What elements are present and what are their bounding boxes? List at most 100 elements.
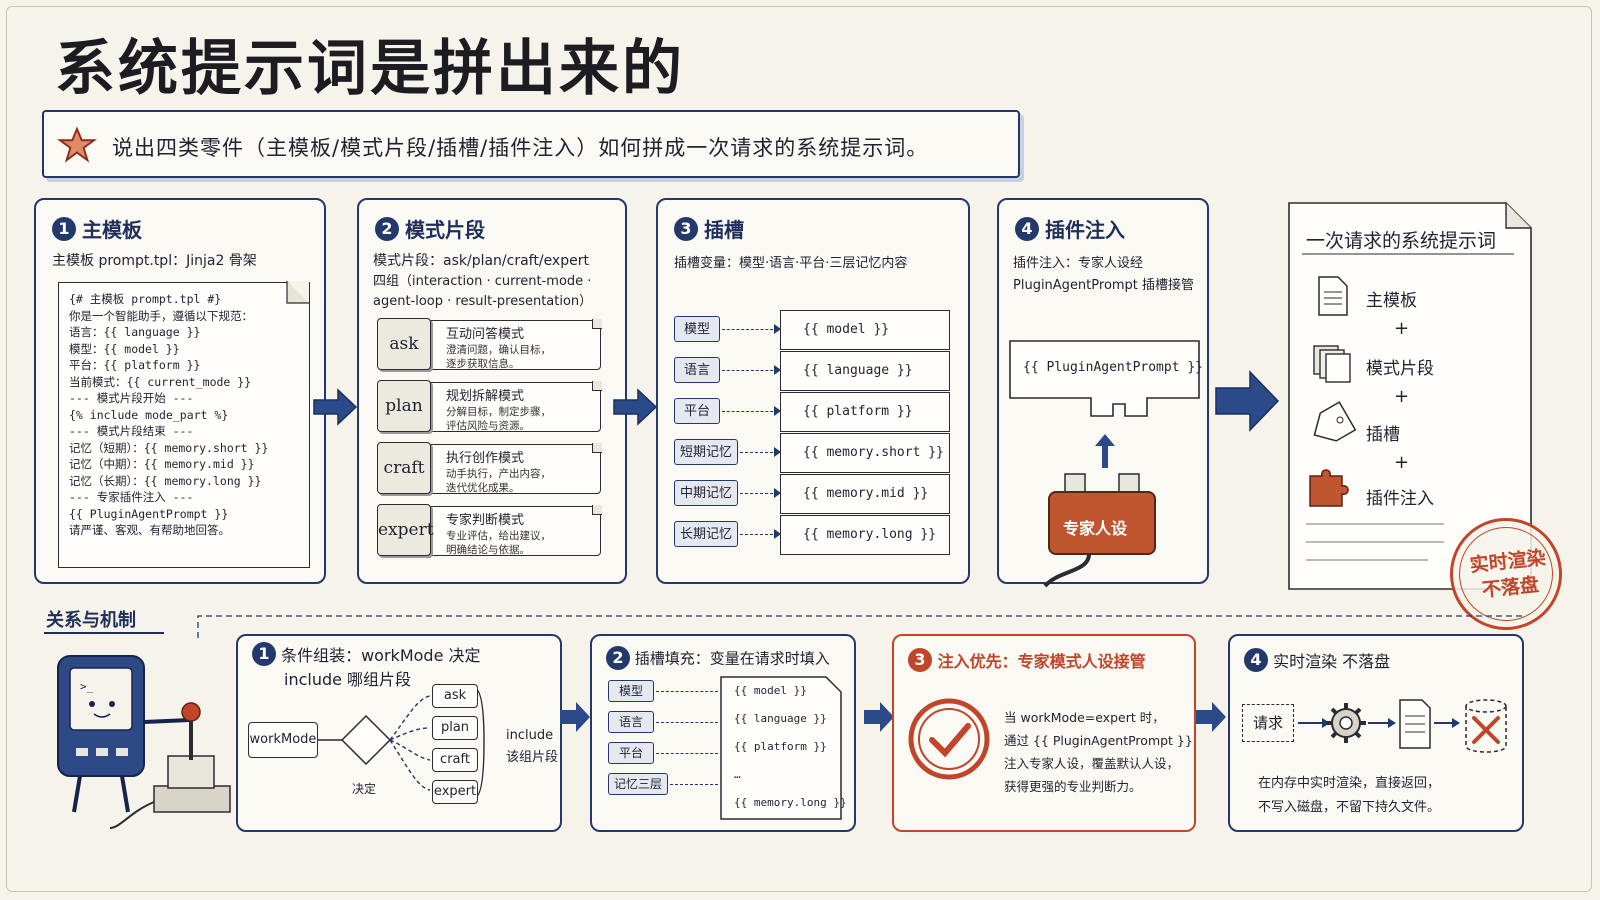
document-icon <box>1318 276 1348 316</box>
plug-icon <box>1043 473 1156 588</box>
arrow-right-icon <box>864 702 894 732</box>
workmode-box: workMode <box>248 722 318 758</box>
panel-desc-line: PluginAgentPrompt 插槽接管 <box>1013 278 1195 293</box>
mechanism-conditional-assembly: 1 条件组装：workMode 决定 include 哪组片段 workMode… <box>236 634 562 832</box>
plus-sign: + <box>1394 318 1410 339</box>
dashed-connector <box>740 452 778 453</box>
mode-card: 互动问答模式澄清问题，确认目标，逐步获取信息。ask <box>377 318 613 372</box>
slot-label: 记忆三层 <box>608 773 668 795</box>
mode-desc-line: 明确结论与依据。 <box>446 544 530 556</box>
page-fold-icon <box>592 505 602 515</box>
arrowhead-icon <box>774 406 781 416</box>
mode-name: 规划拆解模式 <box>446 389 525 404</box>
mode-option: craft <box>432 748 478 772</box>
include-label: 该组片段 <box>506 750 559 765</box>
dashed-connector <box>197 615 1526 638</box>
mode-name: 互动问答模式 <box>446 327 525 342</box>
mechanism-slot-filling: 2 插槽填充：变量在请求时填入 模型语言平台记忆三层 {{ model }}{{… <box>590 634 856 832</box>
panel-desc-line: 模式片段：ask/plan/craft/expert <box>373 253 589 269</box>
arrow-right-icon <box>613 388 658 426</box>
mechanism-title: 4 实时渲染 不落盘 <box>1244 648 1390 672</box>
slot-var: {{ model }} <box>780 310 950 350</box>
code-line: --- 专家插件注入 --- <box>69 490 194 504</box>
plus-sign: + <box>1394 386 1410 407</box>
mode-description-card: 专家判断模式专业评估，给出建议，明确结论与依据。 <box>421 505 602 556</box>
dashed-connector <box>722 329 778 330</box>
document-shape <box>1288 202 1532 590</box>
arrow-right-icon <box>560 702 590 732</box>
arrowhead-icon <box>774 365 781 375</box>
slot-label: 模型 <box>674 316 720 342</box>
heading-underline <box>44 632 164 634</box>
mode-desc-line: 评估风险与资源。 <box>446 420 530 432</box>
panel-desc-line: 插件注入：专家人设经 <box>1013 256 1144 271</box>
slot-label: 中期记忆 <box>674 480 738 506</box>
page-title: 系统提示词是拼出来的 <box>55 34 685 104</box>
mode-key-tile: expert <box>377 504 434 556</box>
slot-var: {{ platform }} <box>780 392 950 432</box>
mode-key-tile: ask <box>377 318 431 370</box>
mode-description-card: 规划拆解模式分解目标，制定步骤， 评估风险与资源。 <box>421 381 602 432</box>
arrowhead-icon <box>774 324 781 334</box>
code-line: 请严谨、客观、有帮助地回答。 <box>69 523 230 537</box>
mode-option: ask <box>432 684 478 708</box>
code-line: 模型：{{ model }} <box>69 341 180 356</box>
mode-desc-line: 迭代优化成果。 <box>446 482 520 494</box>
decide-label: 决定 <box>352 782 377 796</box>
slot-label: 平台 <box>674 398 720 424</box>
check-circle-icon <box>908 698 990 780</box>
dashed-connector <box>722 370 778 371</box>
code-line: 记忆（短期）：{{ memory.short }} <box>69 440 269 455</box>
arrow-up-icon <box>1095 434 1115 468</box>
mode-name: 执行创作模式 <box>446 451 525 466</box>
mode-desc-line: 澄清问题，确认目标， <box>446 344 551 356</box>
arrow-right-icon <box>1196 702 1226 732</box>
result-title: 一次请求的系统提示词 <box>1306 230 1497 252</box>
disk-crossed-icon <box>1465 699 1507 753</box>
dashed-connector <box>670 784 718 785</box>
tag-icon <box>1313 401 1357 442</box>
slot-var: … <box>734 768 741 781</box>
dashed-connector <box>722 411 778 412</box>
page-fold-icon <box>286 281 309 304</box>
goal-banner: 说出四类零件（主模板/模式片段/插槽/插件注入）如何拼成一次请求的系统提示词。 <box>42 110 1020 178</box>
outer-frame <box>6 6 1592 892</box>
mode-option: expert <box>432 780 478 804</box>
plug-label: 专家人设 <box>1063 519 1128 538</box>
plus-sign: + <box>1394 452 1410 473</box>
result-item: 插件注入 <box>1366 489 1434 509</box>
arrowhead-icon <box>774 529 781 539</box>
slot-var: {{ memory.long }} <box>780 515 950 555</box>
slot-var: {{ platform }} <box>734 740 827 753</box>
gear-icon <box>1326 703 1366 743</box>
mechanism-title: 1 条件组装：workMode 决定 <box>252 642 481 666</box>
puzzle-piece-icon <box>1309 469 1349 507</box>
mode-key-tile: plan <box>377 380 431 432</box>
panel-desc-line: agent-loop · result-presentation） <box>373 294 593 309</box>
mechanism-title: 3 注入优先：专家模式人设接管 <box>908 648 1146 672</box>
page-fold-icon <box>592 443 602 453</box>
slot-label: 语言 <box>674 357 720 383</box>
include-label: include <box>506 728 554 743</box>
slot-label: 平台 <box>608 742 654 764</box>
result-item: 插槽 <box>1366 425 1400 445</box>
mode-name: 专家判断模式 <box>446 513 525 528</box>
filled-document <box>720 676 842 820</box>
dashed-connector <box>656 753 718 754</box>
slot-var: {{ memory.mid }} <box>780 474 950 514</box>
result-document: 一次请求的系统提示词 主模板 + 模式片段 + 插槽 + 插件注入 <box>1288 202 1532 590</box>
mechanism-realtime-render: 4 实时渲染 不落盘 请求 在内存中实时渲染，直接返回， 不写入磁盘，不留下持久… <box>1228 634 1524 832</box>
mode-desc-line: 分解目标，制定步骤， <box>446 406 551 418</box>
slot-var: {{ model }} <box>734 684 807 697</box>
star-icon <box>56 126 98 163</box>
slot-label: 语言 <box>608 711 654 733</box>
panel-desc-line: 四组（interaction · current-mode · <box>373 274 592 289</box>
mode-key-tile: craft <box>377 442 431 494</box>
slot-var: {{ language }} <box>734 712 827 725</box>
code-line: 你是一个智能助手，遵循以下规范： <box>69 308 253 323</box>
